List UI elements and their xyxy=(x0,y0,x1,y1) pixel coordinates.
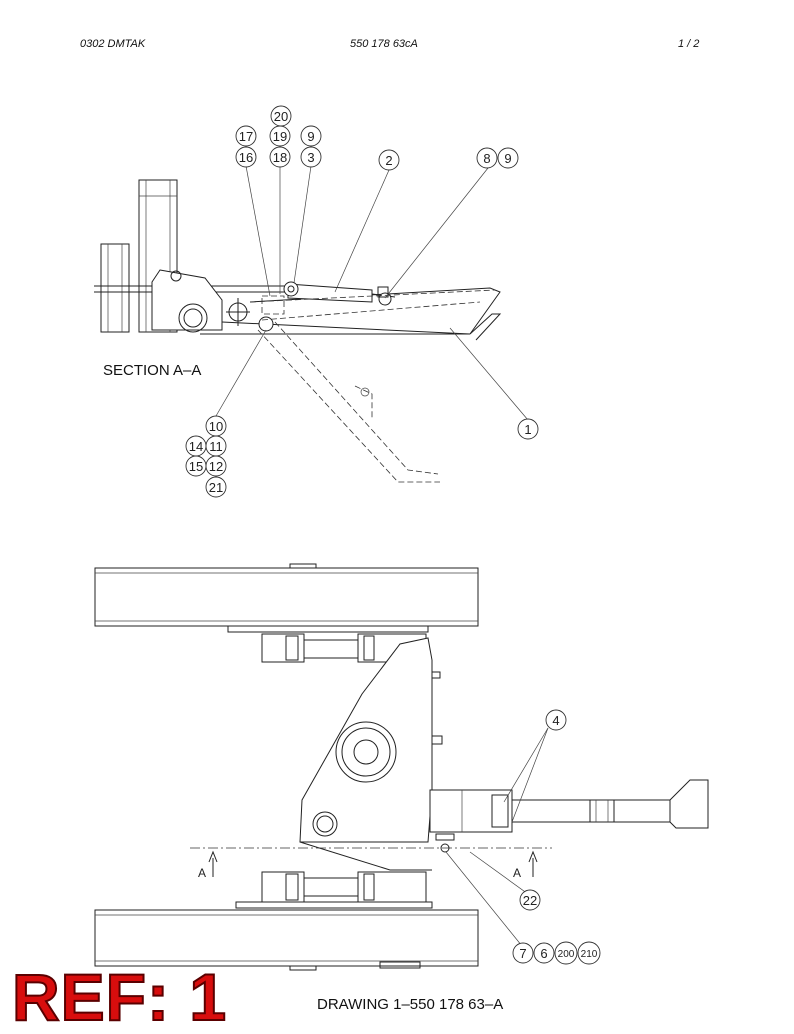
svg-text:210: 210 xyxy=(581,949,598,960)
callout-11: 11 xyxy=(205,435,227,457)
leader-lines-lower xyxy=(445,727,549,947)
callout-200: 200 xyxy=(554,941,578,965)
callout-7: 7 xyxy=(512,942,534,964)
svg-text:200: 200 xyxy=(558,949,575,960)
svg-text:17: 17 xyxy=(239,129,253,144)
svg-text:15: 15 xyxy=(189,459,203,474)
svg-text:6: 6 xyxy=(540,946,547,961)
callout-9-right: 9 xyxy=(497,147,519,169)
svg-text:22: 22 xyxy=(523,893,537,908)
callout-4: 4 xyxy=(545,709,567,731)
leader-lines-upper xyxy=(215,165,529,421)
svg-text:19: 19 xyxy=(273,129,287,144)
svg-text:9: 9 xyxy=(504,151,511,166)
header-part-number: 550 178 63cA xyxy=(350,38,418,50)
callout-16: 16 xyxy=(235,146,257,168)
callout-12: 12 xyxy=(205,455,227,477)
svg-text:1: 1 xyxy=(524,422,531,437)
section-marker-right: A xyxy=(513,866,521,880)
callout-1: 1 xyxy=(517,418,539,440)
callout-10: 10 xyxy=(205,415,227,437)
callout-8: 8 xyxy=(476,147,498,169)
svg-text:16: 16 xyxy=(239,150,253,165)
header-doc-code: 0302 DMTAK xyxy=(80,38,146,50)
svg-text:9: 9 xyxy=(307,129,314,144)
section-view-drawing xyxy=(94,179,502,483)
callout-210: 210 xyxy=(577,941,601,965)
callout-2: 2 xyxy=(378,149,400,171)
svg-text:4: 4 xyxy=(552,713,559,728)
callout-17: 17 xyxy=(235,125,257,147)
svg-text:2: 2 xyxy=(385,153,392,168)
callout-15: 15 xyxy=(185,455,207,477)
plan-view-drawing xyxy=(94,563,709,971)
callout-20: 20 xyxy=(270,105,292,127)
svg-text:21: 21 xyxy=(209,480,223,495)
callout-9-top: 9 xyxy=(300,125,322,147)
ref-stamp: REF: 1 xyxy=(11,960,228,1034)
svg-text:8: 8 xyxy=(483,151,490,166)
header-page-number: 1 / 2 xyxy=(678,38,700,50)
section-marker-left: A xyxy=(198,866,206,880)
svg-text:12: 12 xyxy=(209,459,223,474)
svg-text:10: 10 xyxy=(209,419,223,434)
callout-21: 21 xyxy=(205,476,227,498)
drawing-number: DRAWING 1–550 178 63–A xyxy=(317,996,504,1013)
callout-18: 18 xyxy=(269,146,291,168)
svg-text:14: 14 xyxy=(189,439,203,454)
svg-text:7: 7 xyxy=(519,946,526,961)
callout-22: 22 xyxy=(519,889,541,911)
svg-text:18: 18 xyxy=(273,150,287,165)
callout-14: 14 xyxy=(185,435,207,457)
svg-text:11: 11 xyxy=(209,439,223,454)
callout-19: 19 xyxy=(269,125,291,147)
svg-text:3: 3 xyxy=(307,150,314,165)
section-title: SECTION A–A xyxy=(103,362,202,379)
callout-6: 6 xyxy=(533,942,555,964)
svg-text:20: 20 xyxy=(274,109,288,124)
callout-3: 3 xyxy=(300,146,322,168)
